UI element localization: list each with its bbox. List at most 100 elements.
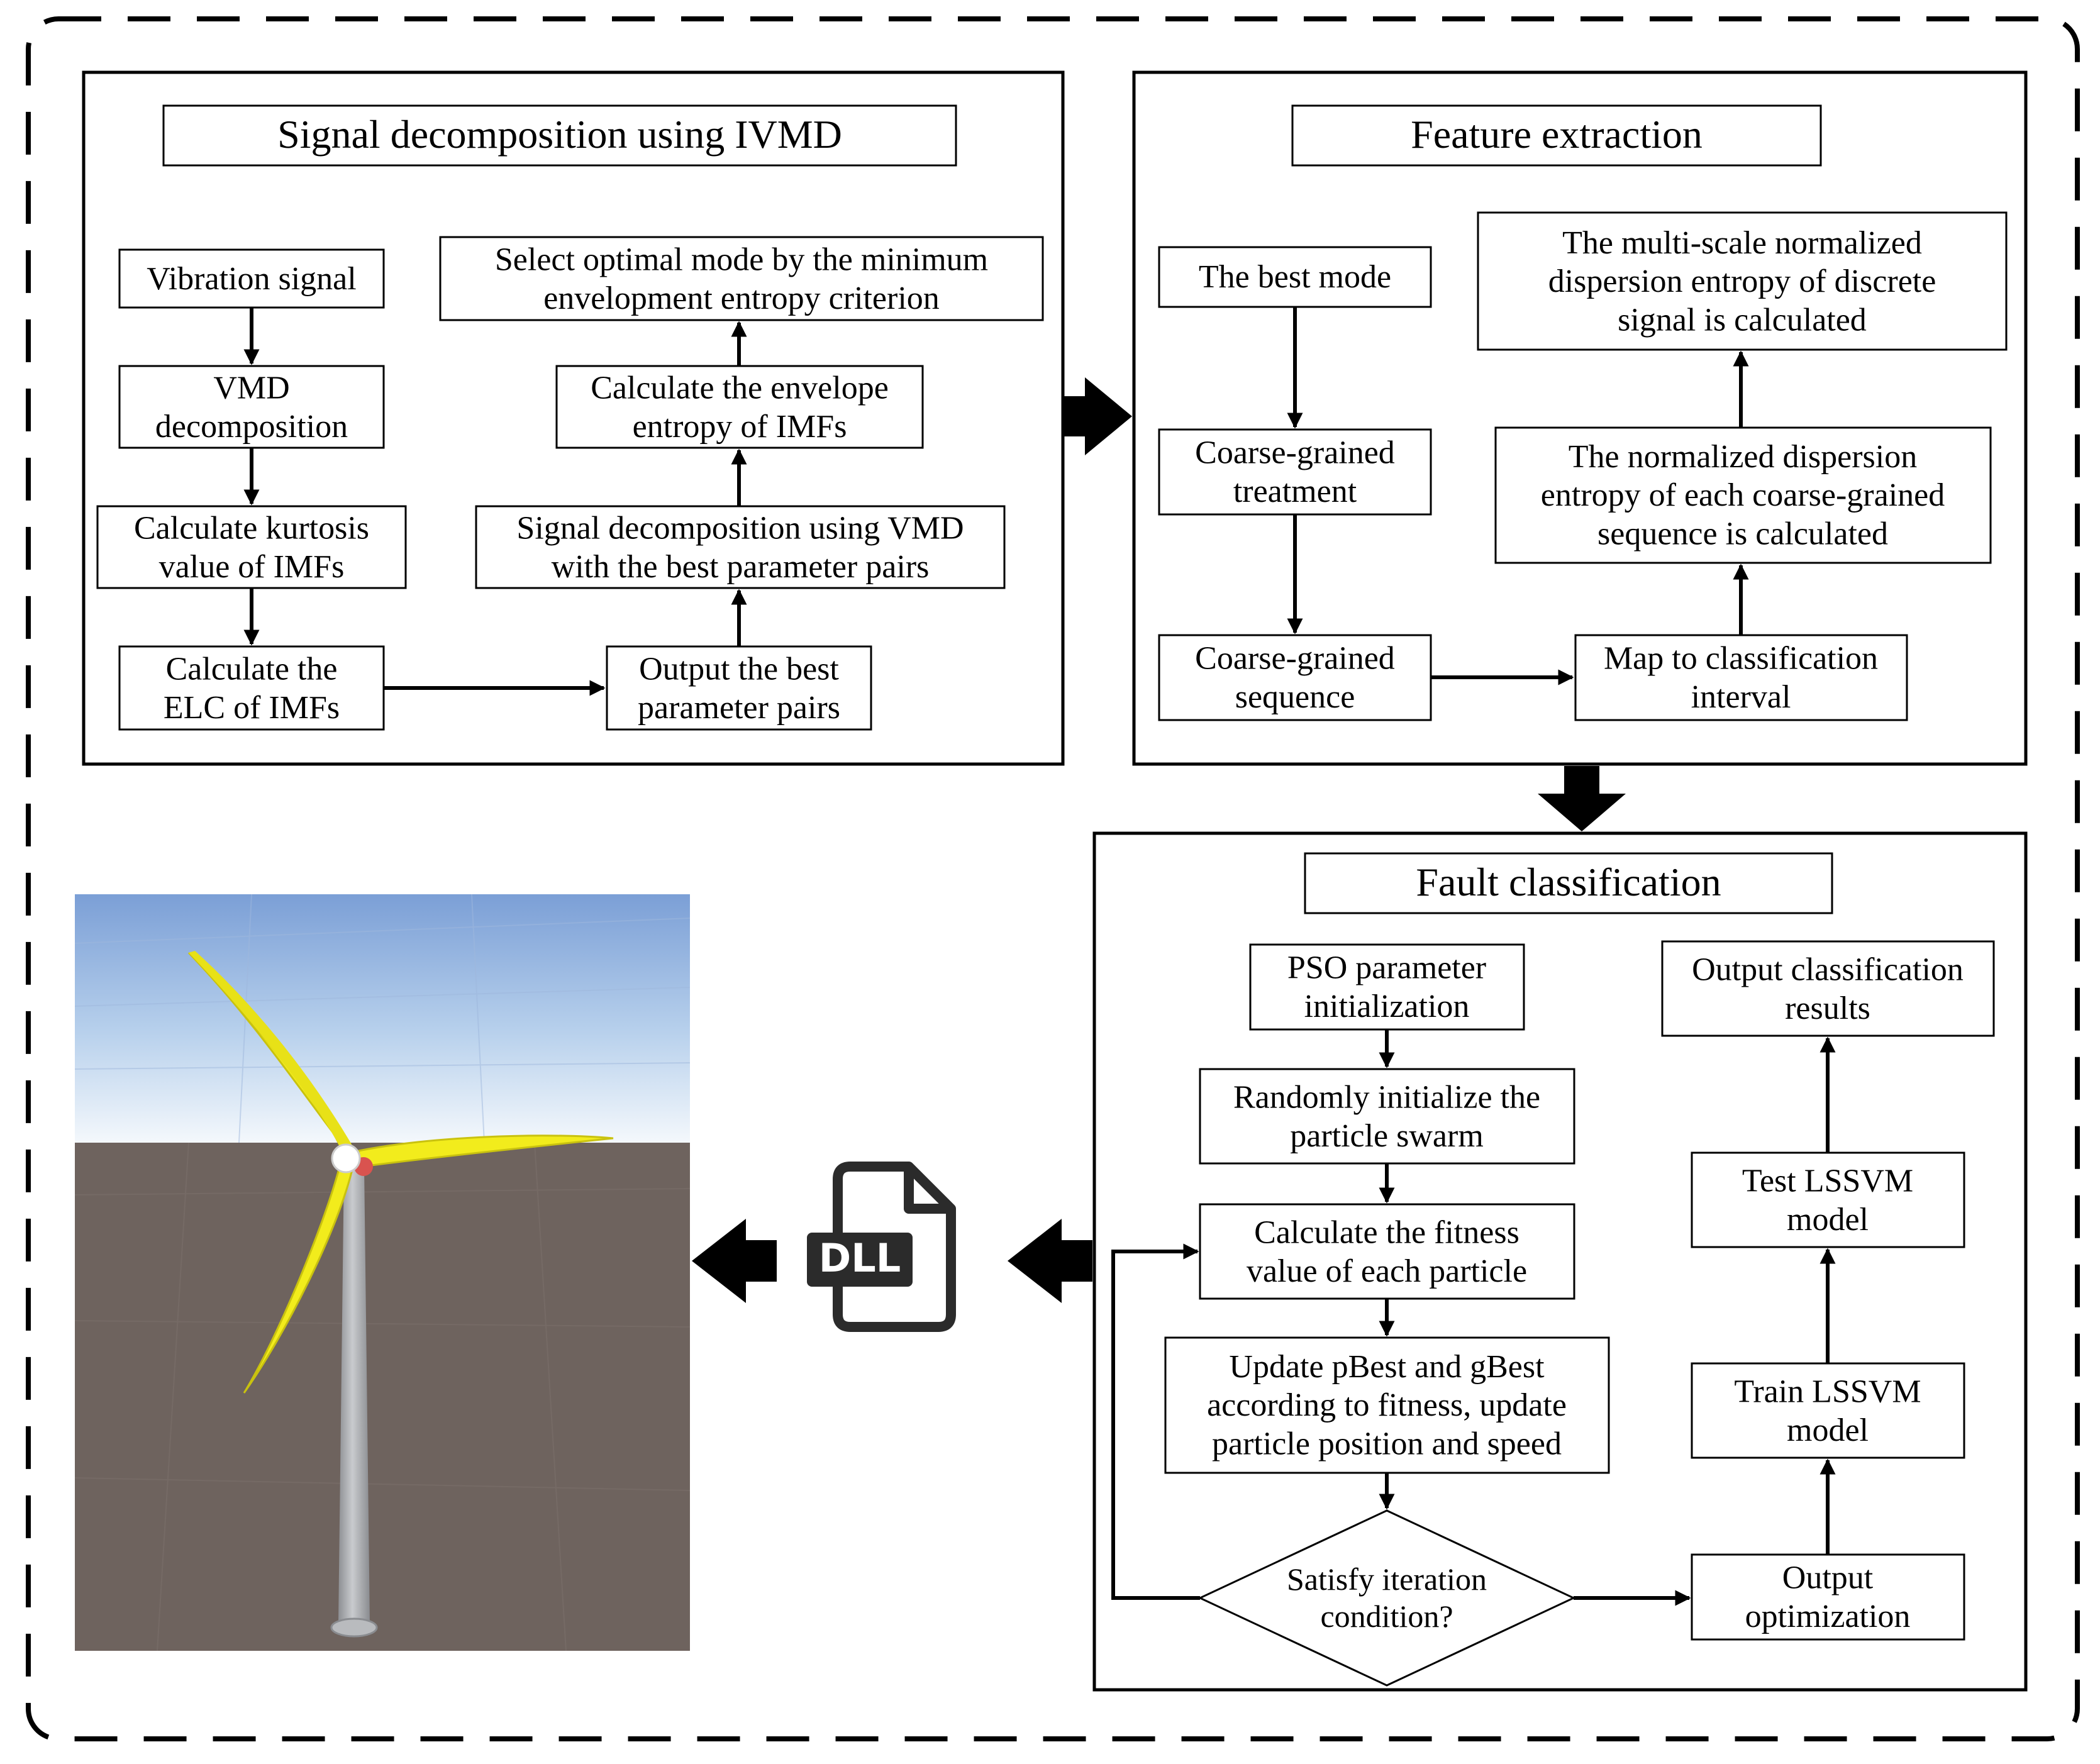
label-line: Coarse-grained xyxy=(1195,435,1395,470)
section-fault-title-box xyxy=(1304,852,1833,914)
label-line: ELC of IMFs xyxy=(164,690,340,726)
label-line: Output classification xyxy=(1692,951,1964,987)
section-feature-title: Feature extraction xyxy=(1411,112,1703,157)
box-vmd-decomposition xyxy=(118,365,385,449)
label-line: treatment xyxy=(1233,474,1357,509)
label-line: value of IMFs xyxy=(159,549,345,585)
label-line: signal is calculated xyxy=(1618,302,1867,338)
label-line: interval xyxy=(1691,679,1791,715)
section-fault-title: Fault classification xyxy=(1416,860,1721,904)
dll-file-icon: DLL xyxy=(807,1162,956,1332)
decision-satisfy-iteration xyxy=(1197,1509,1576,1687)
label-line: Output the best xyxy=(639,651,839,687)
box-best-mode xyxy=(1158,246,1432,308)
arrow-dll-to-turbine xyxy=(692,1219,777,1303)
label-line: Randomly initialize the xyxy=(1233,1079,1540,1115)
label-line: Output xyxy=(1782,1560,1874,1595)
fault-connectors xyxy=(1111,1029,1836,1606)
label-line: Select optimal mode by the minimum xyxy=(495,241,988,277)
label-line: Satisfy iteration xyxy=(1287,1562,1487,1597)
label-line: Train LSSVM xyxy=(1734,1373,1921,1409)
box-fitness xyxy=(1199,1203,1575,1300)
box-map-interval xyxy=(1574,634,1908,721)
label-line: initialization xyxy=(1304,989,1470,1024)
label-line: results xyxy=(1785,990,1870,1026)
label-line: Calculate the envelope xyxy=(591,370,889,406)
ivmd-connectors xyxy=(243,308,747,696)
box-coarse-sequence xyxy=(1158,634,1432,721)
label-line: entropy of IMFs xyxy=(633,409,847,445)
box-decomposition-vmd xyxy=(475,505,1006,589)
label-line: sequence xyxy=(1235,679,1355,715)
section-ivmd-title-box xyxy=(162,104,957,167)
label-line: PSO parameter xyxy=(1287,950,1486,985)
box-pso-init xyxy=(1249,943,1525,1031)
dll-label: DLL xyxy=(819,1235,901,1281)
box-output-results xyxy=(1661,940,1995,1037)
label-line: dispersion entropy of discrete xyxy=(1548,263,1936,299)
label-line: entropy of each coarse-grained xyxy=(1541,477,1945,513)
label-line: model xyxy=(1787,1202,1869,1238)
label-line: Calculate the xyxy=(166,651,338,687)
label-line: particle position and speed xyxy=(1212,1426,1562,1462)
label-line: Calculate the fitness xyxy=(1254,1214,1519,1250)
label-line: Map to classification xyxy=(1604,640,1878,676)
label-line: decomposition xyxy=(155,409,348,445)
label-line: VMD xyxy=(213,370,289,406)
wind-turbine-render xyxy=(74,894,691,1651)
label-output-optimization: Output optimization xyxy=(1745,1560,1911,1634)
box-vibration-signal xyxy=(118,248,385,309)
box-elc xyxy=(118,645,385,731)
box-multi-scale xyxy=(1477,211,2008,351)
label-line: sequence is calculated xyxy=(1597,516,1888,552)
label-line: parameter pairs xyxy=(638,690,840,726)
label-best-mode: The best mode xyxy=(1199,259,1391,295)
box-random-init xyxy=(1199,1068,1575,1165)
section-ivmd-title: Signal decomposition using IVMD xyxy=(277,112,842,157)
box-test-lssvm xyxy=(1691,1151,1965,1248)
box-envelope-entropy xyxy=(555,365,924,449)
arrow-feature-to-fault xyxy=(1538,766,1626,831)
label-line: envelopment entropy criterion xyxy=(543,280,940,316)
label-line: The normalized dispersion xyxy=(1569,439,1918,475)
outer-dashed-frame xyxy=(26,16,2080,1741)
label-pso-init: PSO parameter initialization xyxy=(1287,950,1486,1024)
box-normalized-dispersion xyxy=(1494,426,1992,564)
label-line: Calculate kurtosis xyxy=(134,510,369,546)
label-line: Update pBest and gBest xyxy=(1229,1349,1545,1385)
box-select-mode xyxy=(439,236,1044,321)
label-line: The multi-scale normalized xyxy=(1562,225,1922,261)
arrow-fault-to-dll xyxy=(1008,1219,1092,1303)
label-line: according to fitness, update xyxy=(1207,1387,1567,1423)
label-line: value of each particle xyxy=(1247,1253,1527,1289)
label-line: Vibration signal xyxy=(147,261,356,297)
section-feature-title-box xyxy=(1291,104,1822,167)
label-vibration-signal: Vibration signal xyxy=(147,261,356,297)
label-line: optimization xyxy=(1745,1599,1911,1634)
label-line: Signal decomposition using VMD xyxy=(516,510,964,546)
box-output-best-pairs xyxy=(606,645,872,731)
label-coarse-treatment: Coarse-grained treatment xyxy=(1195,435,1395,509)
feature-connectors xyxy=(1287,307,1749,685)
arrow-ivmd-to-feature xyxy=(1064,377,1132,455)
label-line: with the best parameter pairs xyxy=(552,549,930,585)
label-line: particle swarm xyxy=(1290,1118,1484,1154)
label-line: model xyxy=(1787,1412,1869,1448)
label-line: The best mode xyxy=(1199,259,1391,295)
